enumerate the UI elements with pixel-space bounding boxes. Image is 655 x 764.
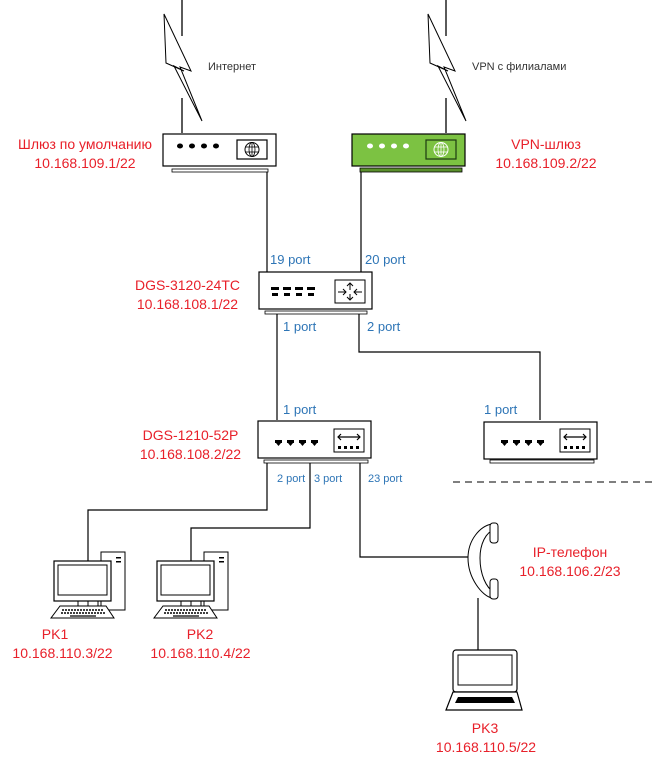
internet-link (163, 0, 203, 133)
pk1-name: PK1 (41, 626, 69, 642)
pk2-name: PK2 (186, 626, 214, 642)
ip-phone[interactable] (467, 522, 499, 600)
vpn-gateway-router[interactable] (351, 133, 466, 173)
pk1-desktop[interactable] (50, 551, 126, 619)
ip-phone-ip: 10.168.106.2/23 (519, 563, 621, 579)
switch-ports (275, 440, 318, 446)
access-switch-name: DGS-1210-52P (142, 427, 239, 443)
keyboard (153, 605, 218, 619)
cable-core-second (358, 314, 541, 420)
access-port-3: 3 port (314, 473, 343, 485)
port-leds (177, 143, 219, 149)
pk3-name: PK3 (471, 720, 499, 736)
keyboard (50, 605, 115, 619)
second-switch[interactable] (483, 421, 598, 464)
switch-ports (271, 287, 315, 296)
cables (87, 172, 541, 650)
cable-access-phone (359, 460, 468, 558)
access-port-2: 2 port (277, 473, 306, 485)
ip-phone-name: IP-телефон (532, 544, 608, 560)
lightning-bolt-icon (163, 13, 203, 122)
vpn-link (427, 0, 467, 133)
bidirectional-arrow-icon (559, 428, 591, 453)
access-switch[interactable] (257, 420, 372, 464)
second-switch-port-1: 1 port (484, 402, 518, 417)
vpn-gateway-ip: 10.168.109.2/22 (495, 155, 597, 171)
gateway-ip: 10.168.109.1/22 (34, 155, 136, 171)
vpn-gateway-name: VPN-шлюз (511, 136, 581, 152)
core-port-19: 19 port (270, 252, 311, 267)
bidirectional-arrow-icon (333, 428, 365, 453)
access-switch-ip: 10.168.108.2/22 (139, 446, 242, 462)
cable-access-pk2 (190, 460, 311, 562)
core-switch-name: DGS-3120-24TC (134, 277, 241, 293)
port-leds (367, 143, 409, 149)
pk3-ip: 10.168.110.5/22 (435, 739, 537, 755)
pk1-ip: 10.168.110.3/22 (12, 645, 113, 661)
routing-arrows-icon (334, 279, 366, 304)
access-port-1: 1 port (283, 402, 317, 417)
globe-icon (425, 139, 457, 160)
pk2-desktop[interactable] (153, 551, 229, 619)
lightning-bolt-icon (427, 13, 467, 122)
core-port-1: 1 port (283, 319, 317, 334)
core-port-2: 2 port (367, 319, 401, 334)
access-port-23: 23 port (368, 473, 403, 485)
core-port-20: 20 port (365, 252, 406, 267)
gateway-name: Шлюз по умолчанию (17, 136, 152, 152)
internet-link-label: Интернет (208, 61, 256, 73)
gateway-router[interactable] (162, 133, 277, 173)
globe-icon (236, 139, 268, 160)
cable-access-pk1 (87, 460, 268, 562)
switch-ports (501, 440, 544, 446)
vpn-link-label: VPN с филиалами (472, 61, 567, 73)
core-switch-ip: 10.168.108.1/22 (136, 296, 239, 312)
pk2-ip: 10.168.110.4/22 (150, 645, 251, 661)
pk3-laptop[interactable] (445, 649, 523, 711)
core-switch[interactable] (258, 271, 373, 315)
